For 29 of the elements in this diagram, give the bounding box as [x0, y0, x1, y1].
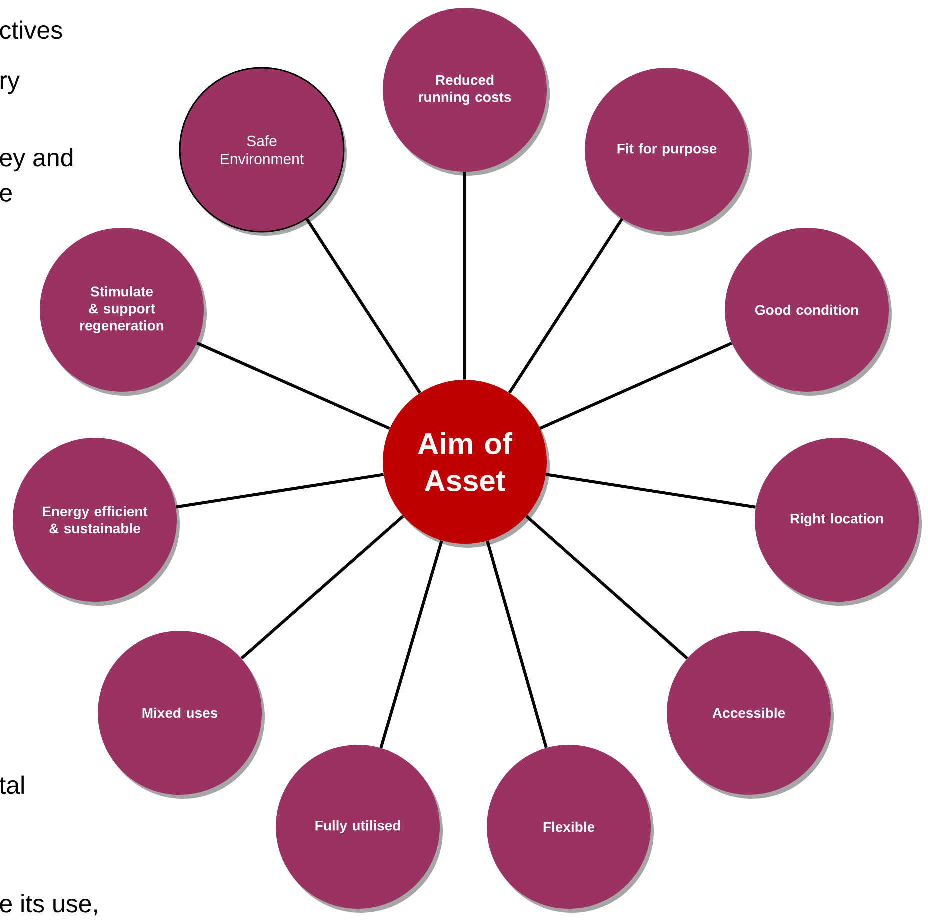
connector-line — [306, 218, 422, 394]
connector-line — [526, 515, 688, 660]
connector-line — [546, 473, 756, 509]
circle-node: Good condition — [725, 228, 892, 396]
circle-node: Stimulate & support regeneration — [40, 228, 207, 396]
circle-node: Accessible — [667, 631, 834, 799]
text-fragment: ry — [0, 76, 20, 94]
circle-node: Energy efficient & sustainable — [13, 438, 180, 606]
connector-line — [176, 473, 384, 509]
text-fragment: ey and — [0, 148, 73, 172]
circle-node: Mixed uses — [98, 631, 265, 799]
circle-node: Fit for purpose — [585, 68, 752, 236]
circle-node: Reduced running costs — [383, 8, 550, 176]
text-fragment: e its use, — [0, 894, 97, 916]
connector-line — [196, 342, 390, 430]
text-fragment: e — [0, 188, 12, 202]
connector-line — [540, 342, 732, 430]
text-fragment: ctives — [0, 20, 62, 40]
connector-line — [240, 515, 404, 660]
circle-node: Safe Environment — [179, 67, 347, 236]
circle-node: Aim of Asset — [383, 380, 550, 548]
connector-line — [486, 540, 548, 748]
circle-node: Right location — [755, 438, 922, 606]
connector-line — [508, 218, 624, 394]
connector-line — [380, 540, 444, 749]
connector-line — [464, 172, 466, 380]
circle-node: Flexible — [487, 745, 654, 913]
circle-node: Fully utilised — [276, 745, 443, 913]
text-fragment: tal — [0, 776, 24, 794]
